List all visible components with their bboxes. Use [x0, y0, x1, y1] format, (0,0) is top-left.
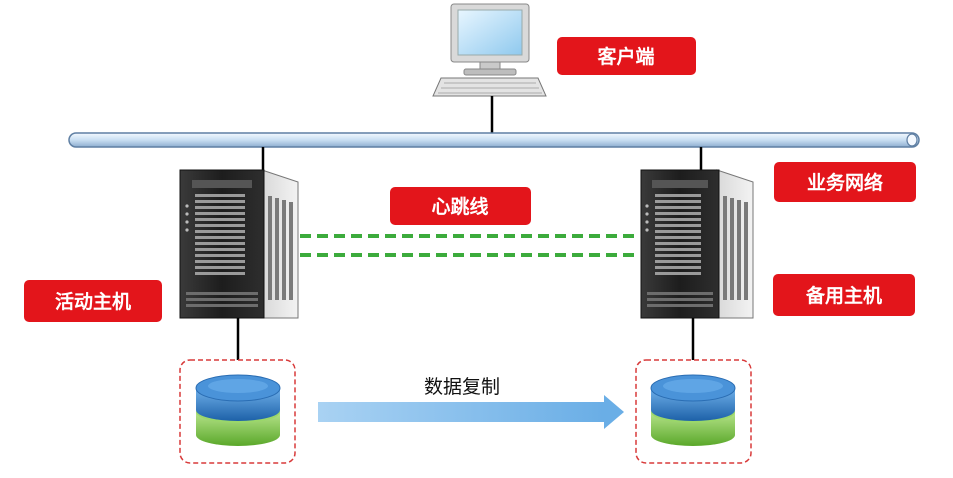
active-host-label: 活动主机: [24, 280, 162, 322]
heartbeat-lines: [300, 234, 640, 257]
active-host-server-icon: [179, 169, 299, 319]
business-network-bus: [68, 132, 920, 148]
standby-host-label: 备用主机: [773, 274, 915, 316]
svg-text:业务网络: 业务网络: [807, 171, 883, 194]
active-storage-disk-icon: [179, 359, 296, 464]
heartbeat-label: 心跳线: [390, 187, 531, 225]
client-label: 客户端: [557, 37, 696, 75]
client-computer-icon: [432, 3, 547, 97]
standby-storage-disk-icon: [635, 359, 752, 464]
business-network-label: 业务网络: [774, 162, 916, 202]
svg-text:客户端: 客户端: [597, 45, 654, 68]
standby-host-server-icon: [640, 169, 754, 319]
svg-text:心跳线: 心跳线: [431, 195, 488, 218]
data-replication-label: 数据复制: [424, 376, 500, 398]
data-replication-arrow: [318, 395, 624, 429]
svg-text:活动主机: 活动主机: [55, 290, 131, 313]
svg-text:备用主机: 备用主机: [805, 284, 882, 307]
